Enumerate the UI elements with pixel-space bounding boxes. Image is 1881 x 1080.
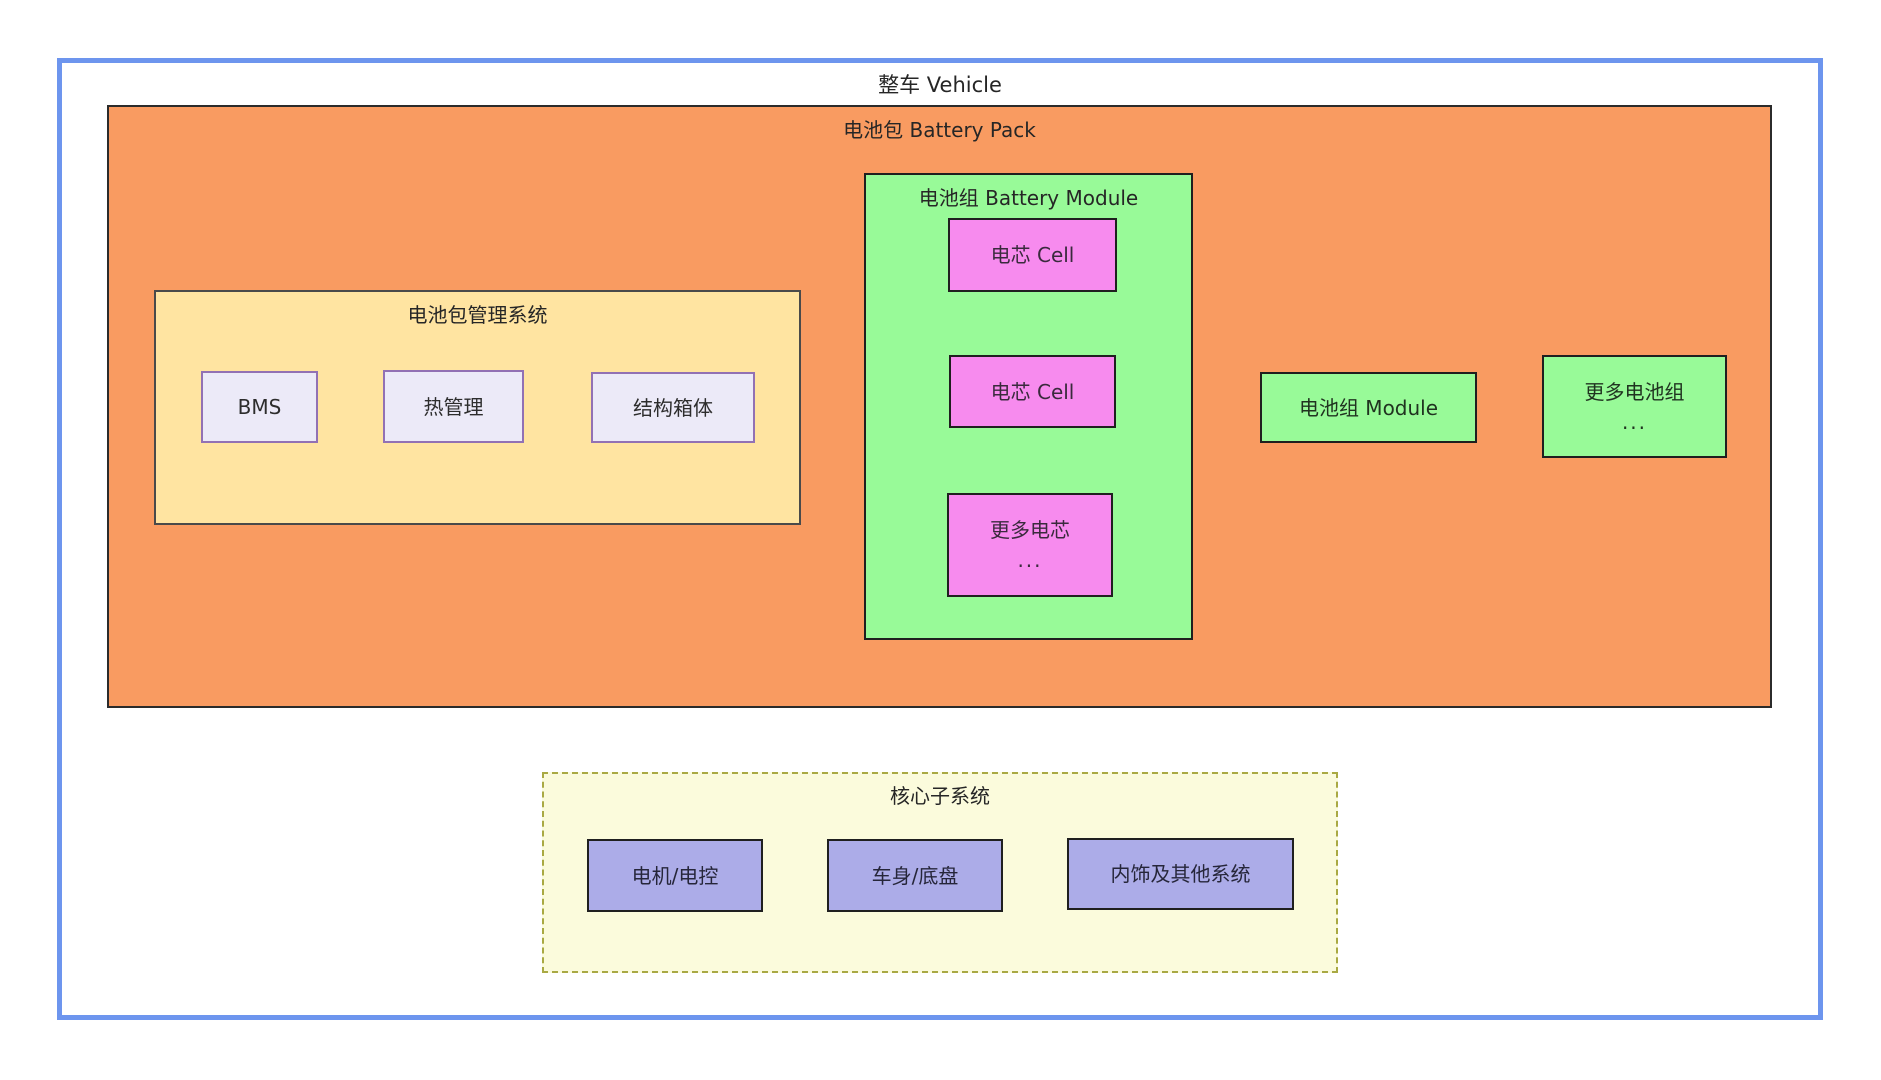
body-chassis-node: 车身/底盘 bbox=[827, 839, 1003, 912]
cell-1-label: 电芯 Cell bbox=[990, 243, 1075, 267]
more-cells-ellipsis: ... bbox=[1017, 548, 1043, 572]
thermal-management-label: 热管理 bbox=[423, 394, 484, 419]
interior-systems-label: 内饰及其他系统 bbox=[1110, 862, 1251, 886]
bms-node: BMS bbox=[201, 371, 318, 443]
battery-pack-container: 电池包 Battery Pack 电池包管理系统 BMS 热管理 结构箱体 电池… bbox=[107, 105, 1772, 708]
body-chassis-label: 车身/底盘 bbox=[871, 863, 959, 888]
battery-management-group: 电池包管理系统 BMS 热管理 结构箱体 bbox=[154, 290, 801, 525]
more-cells-label: 更多电芯 bbox=[990, 518, 1070, 542]
battery-module-group: 电池组 Battery Module 电芯 Cell 电芯 Cell 更多电芯 … bbox=[864, 173, 1193, 640]
structural-enclosure-node: 结构箱体 bbox=[591, 372, 755, 443]
more-modules-label: 更多电池组 bbox=[1584, 379, 1685, 404]
motor-control-node: 电机/电控 bbox=[587, 839, 763, 912]
more-cells-node: 更多电芯 ... bbox=[947, 493, 1113, 597]
thermal-management-node: 热管理 bbox=[383, 370, 524, 443]
motor-control-label: 电机/电控 bbox=[631, 863, 719, 888]
core-subsystems-group: 核心子系统 电机/电控 车身/底盘 内饰及其他系统 bbox=[542, 772, 1338, 973]
structural-enclosure-label: 结构箱体 bbox=[633, 395, 713, 420]
battery-management-title: 电池包管理系统 bbox=[407, 303, 548, 327]
battery-module-title: 电池组 Battery Module bbox=[918, 186, 1139, 210]
interior-systems-node: 内饰及其他系统 bbox=[1067, 838, 1294, 910]
cell-2-label: 电芯 Cell bbox=[990, 379, 1075, 404]
vehicle-title: 整车 Vehicle bbox=[878, 73, 1002, 97]
battery-module-node-label: 电池组 Module bbox=[1298, 395, 1439, 420]
more-modules-node: 更多电池组 ... bbox=[1542, 355, 1727, 458]
cell-node-2: 电芯 Cell bbox=[949, 355, 1116, 428]
battery-module-node: 电池组 Module bbox=[1260, 372, 1477, 443]
core-subsystems-title: 核心子系统 bbox=[890, 784, 990, 808]
bms-label: BMS bbox=[237, 395, 282, 419]
vehicle-container: 整车 Vehicle 电池包 Battery Pack 电池包管理系统 BMS … bbox=[57, 58, 1823, 1020]
cell-node-1: 电芯 Cell bbox=[948, 218, 1117, 292]
more-modules-ellipsis: ... bbox=[1621, 409, 1648, 434]
battery-pack-title: 电池包 Battery Pack bbox=[843, 118, 1036, 142]
